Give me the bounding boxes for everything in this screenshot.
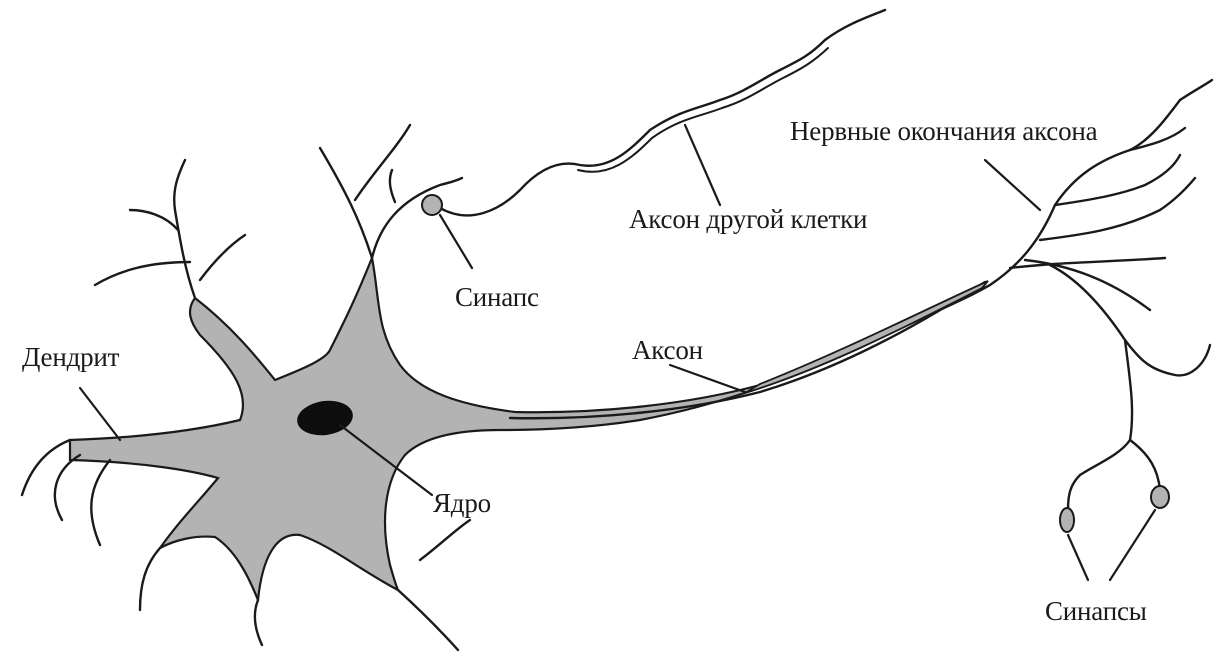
other-axon-sheath (578, 48, 828, 172)
synapse-knob (1151, 486, 1169, 508)
axon-terminal (1040, 178, 1195, 240)
dendrite-branch (390, 170, 395, 202)
axon-myelin (745, 281, 988, 393)
other-axon (440, 10, 885, 215)
dendrite-branch (398, 590, 458, 650)
leader-line-dendrite (80, 388, 120, 440)
synapse-knob (1060, 508, 1074, 532)
label-other-axon: Аксон другой клетки (629, 206, 867, 233)
dendrite-branch (22, 440, 70, 495)
axon-terminal (1050, 265, 1210, 375)
label-synapse: Синапс (455, 284, 539, 311)
axon-terminal (1068, 340, 1132, 510)
dendrite-branch (255, 600, 262, 645)
dendrite-branch (355, 125, 410, 200)
dendrite-branch (55, 455, 80, 520)
label-synapses: Синапсы (1045, 598, 1147, 625)
dendrite-branch (420, 520, 470, 560)
leader-line-synapses-right (1110, 510, 1155, 580)
axon-terminal (1130, 128, 1185, 150)
synapse-knob (422, 195, 442, 215)
axon-terminal (1130, 440, 1160, 490)
axon-terminal (1055, 155, 1180, 205)
leader-line-synapse (440, 215, 472, 268)
label-nucleus: Ядро (433, 490, 491, 517)
axon-terminal (1010, 258, 1165, 268)
dendrite-branch (95, 262, 190, 285)
dendrite-branch (200, 235, 245, 280)
dendrite-branch (372, 178, 462, 258)
dendrite-branch (320, 148, 372, 258)
label-axon-endings: Нервные окончания аксона (790, 118, 1097, 145)
dendrite-branch (91, 460, 110, 545)
label-axon: Аксон (632, 337, 703, 364)
leader-line-axon (670, 365, 745, 392)
label-dendrite: Дендрит (22, 344, 119, 371)
leader-line-other-axon (685, 125, 720, 205)
leader-line-synapses-left (1068, 535, 1088, 580)
dendrite-branch (140, 548, 160, 610)
axon-shaft (510, 282, 985, 418)
leader-line-endings (985, 160, 1040, 210)
axon-terminal (1180, 80, 1212, 100)
dendrite-branch (130, 210, 178, 230)
axon-terminal (1025, 260, 1150, 310)
